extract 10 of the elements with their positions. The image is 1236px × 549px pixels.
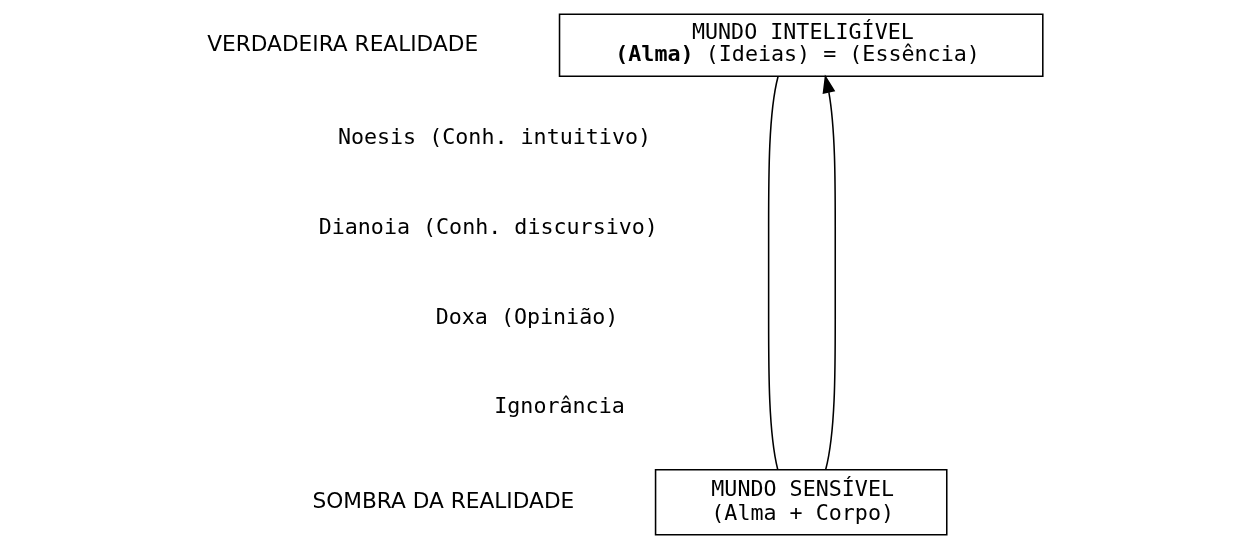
label: SOMBRA DA REALIDADE <box>312 487 575 513</box>
node-box: MUNDO INTELIGÍVEL (Alma) (Ideias) = (Essência) <box>558 13 1044 77</box>
arrow <box>822 74 836 470</box>
label: Ignorância <box>494 393 625 419</box>
label: VERDADEIRA REALIDADE <box>207 30 479 56</box>
label: Noesis (Conh. intuitivo) <box>337 123 652 149</box>
connector <box>767 75 779 470</box>
label: Dianoia (Conh. discursivo) <box>318 213 658 239</box>
label: Doxa (Opinião) <box>435 303 619 329</box>
node-box: MUNDO SENSÍVEL (Alma + Corpo) <box>654 468 948 536</box>
